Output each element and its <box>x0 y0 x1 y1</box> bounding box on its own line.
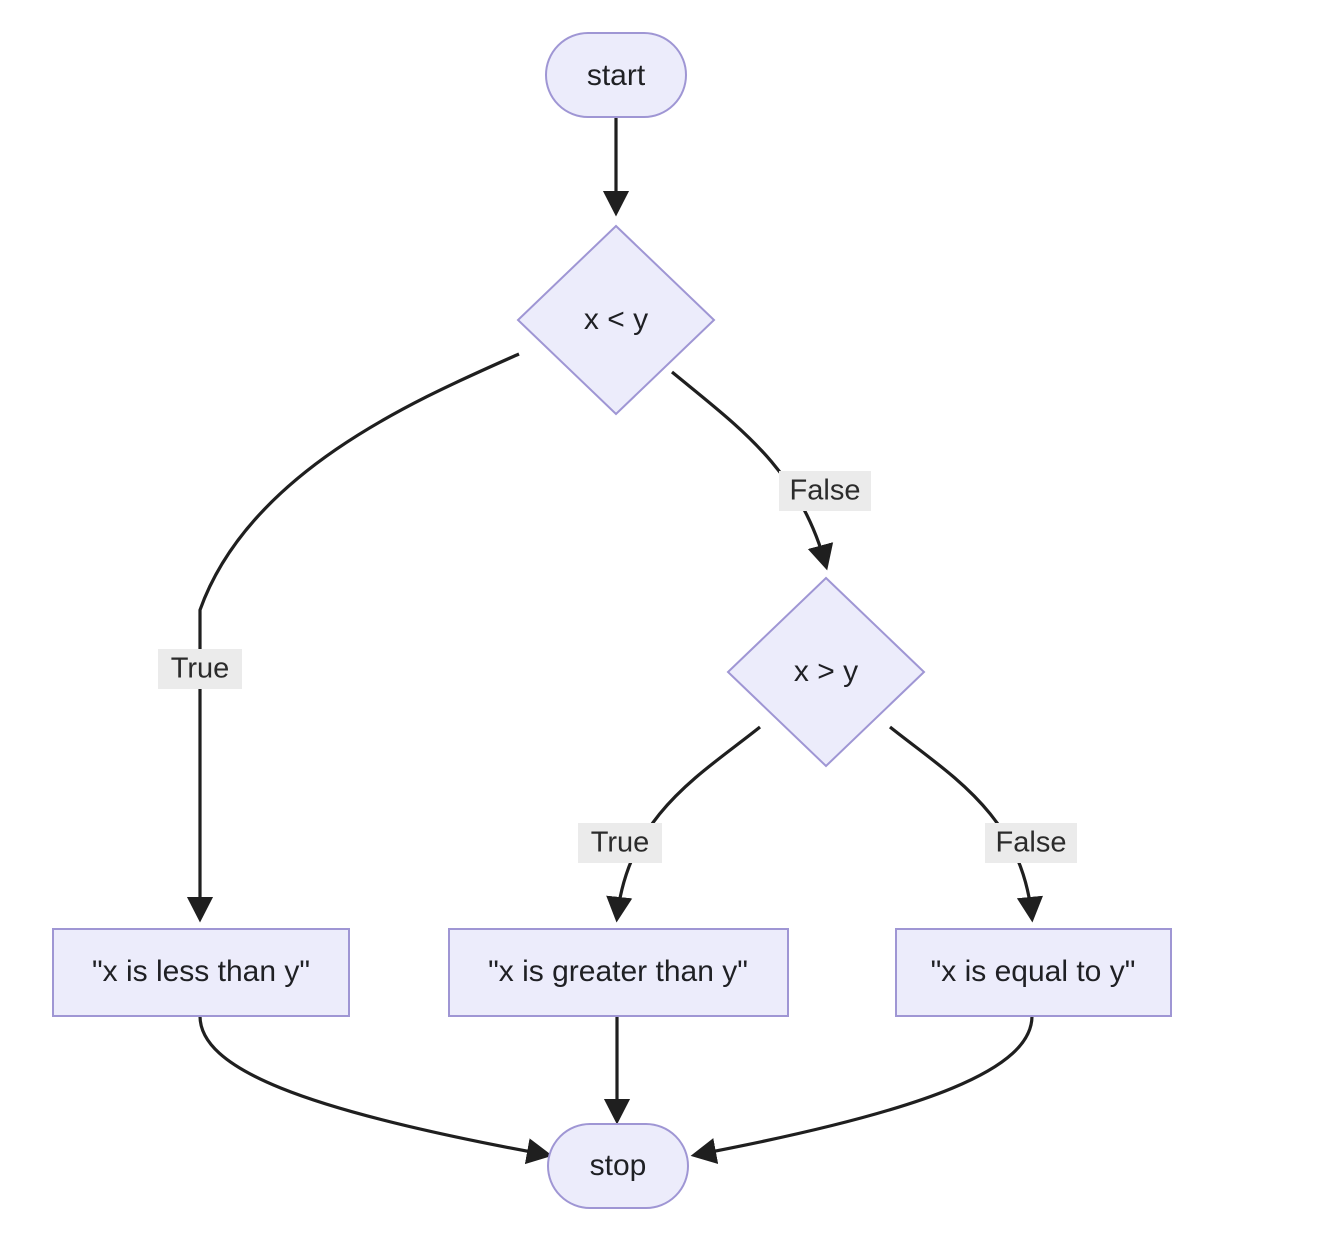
edge-cond2-to-greater <box>606 725 761 923</box>
edge-label-cond2-false: False <box>985 823 1077 863</box>
node-equal[interactable]: "x is equal to y" <box>895 928 1172 1017</box>
node-less[interactable]: "x is less than y" <box>52 928 350 1017</box>
edge-equal-to-stop <box>690 1015 1034 1164</box>
edge-label-cond2-false-text: False <box>996 827 1067 859</box>
edge-label-cond2-true-text: True <box>591 827 650 859</box>
edge-label-cond2-true: True <box>578 823 662 863</box>
node-start-label: start <box>587 59 646 92</box>
edge-cond1-to-cond2 <box>670 370 834 571</box>
edge-label-cond1-false-text: False <box>790 475 861 507</box>
edge-label-cond1-true: True <box>158 649 242 689</box>
edge-cond2-to-equal <box>889 725 1044 923</box>
edge-label-cond1-false: False <box>779 471 871 511</box>
node-greater[interactable]: "x is greater than y" <box>448 928 789 1017</box>
node-cond2-label: x > y <box>794 655 858 688</box>
edge-less-to-stop <box>198 1015 553 1165</box>
node-equal-label: "x is equal to y" <box>931 955 1136 988</box>
edge-cond1-to-less <box>186 352 520 923</box>
node-greater-label: "x is greater than y" <box>488 955 748 988</box>
node-start[interactable]: start <box>545 32 687 118</box>
edge-label-cond1-true-text: True <box>171 653 230 685</box>
node-cond1[interactable]: x < y <box>516 224 716 416</box>
node-cond1-label: x < y <box>584 303 648 336</box>
node-less-label: "x is less than y" <box>92 955 310 988</box>
node-stop[interactable]: stop <box>547 1123 689 1209</box>
node-stop-label: stop <box>590 1149 647 1182</box>
node-cond2[interactable]: x > y <box>726 576 926 768</box>
